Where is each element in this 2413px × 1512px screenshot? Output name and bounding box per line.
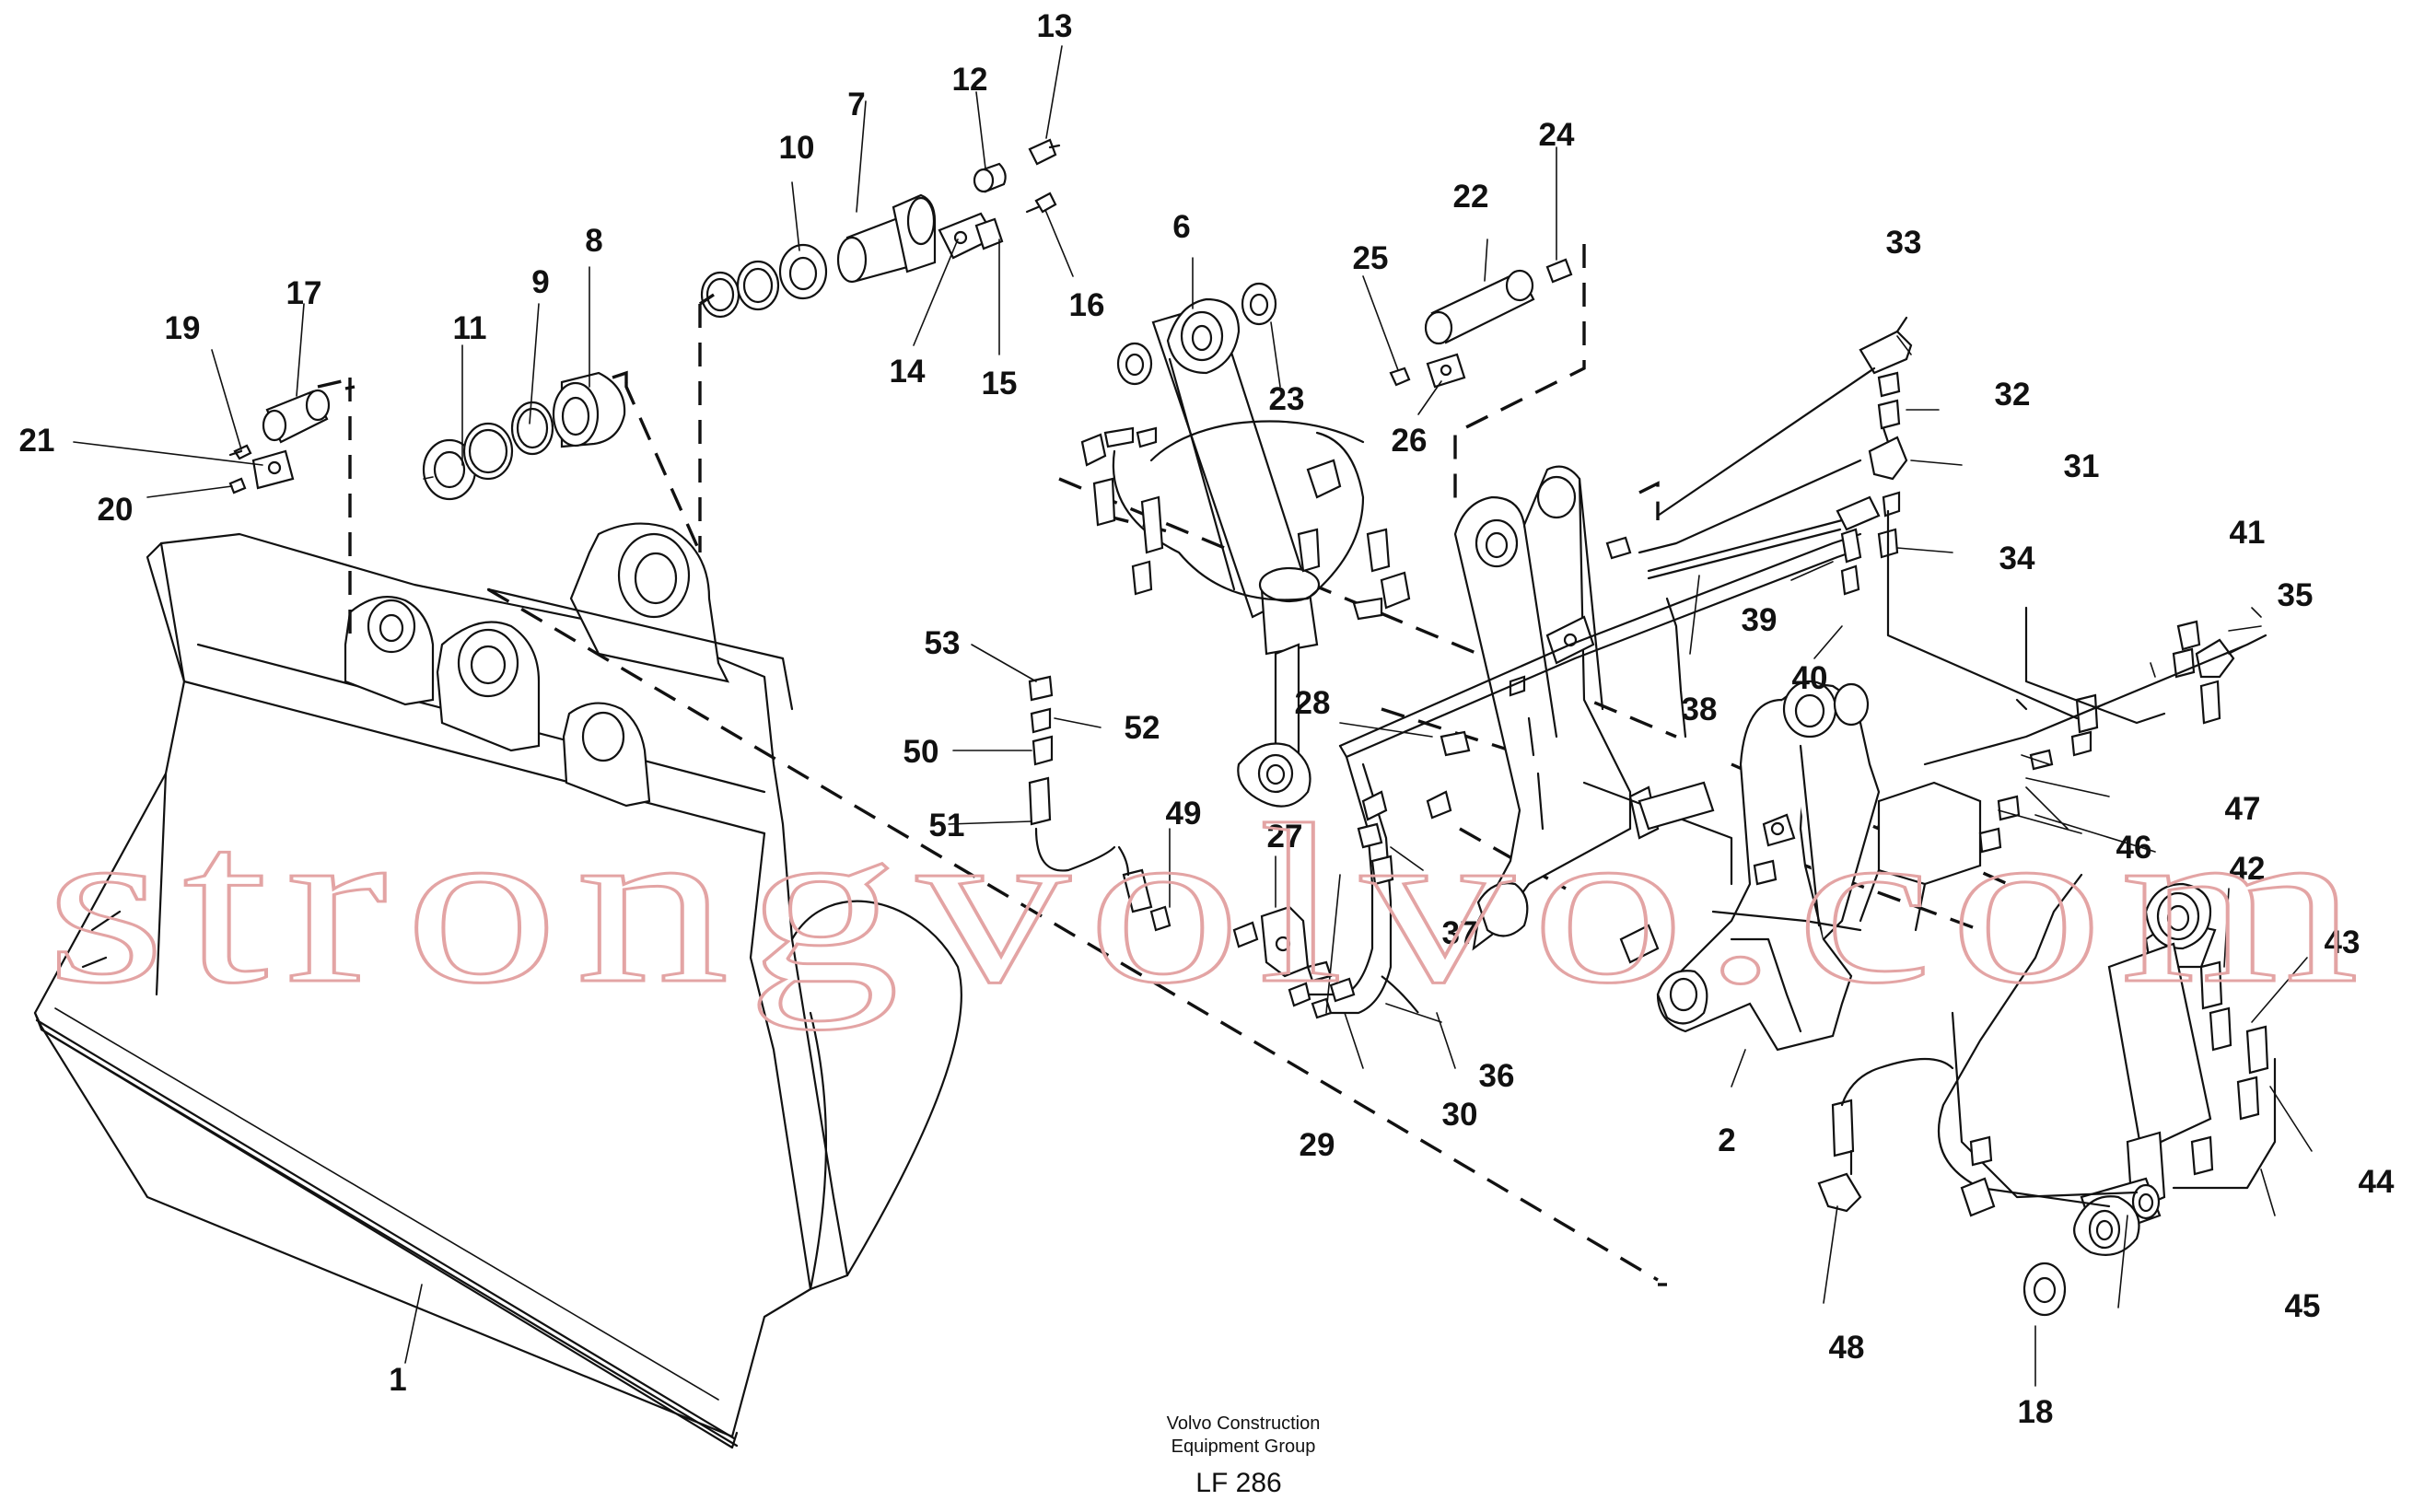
callout-52: 52 xyxy=(1125,710,1160,746)
callout-7: 7 xyxy=(847,87,865,122)
callout-2: 2 xyxy=(1718,1122,1735,1158)
watermark: strongvolvo.com xyxy=(46,777,2376,1030)
hose-48 xyxy=(1817,1057,1954,1304)
callout-42: 42 xyxy=(2230,851,2266,887)
fitting-group-right xyxy=(1923,606,2267,854)
callout-21: 21 xyxy=(19,423,55,459)
drawing-code: LF 286 xyxy=(1195,1468,1281,1498)
callout-17: 17 xyxy=(286,275,322,311)
lift-arm-left xyxy=(1453,465,1733,951)
callout-11: 11 xyxy=(453,310,487,346)
hose-group-left xyxy=(948,644,1172,932)
bucket xyxy=(33,522,962,1449)
hydraulic-cylinder xyxy=(1080,257,1411,808)
callout-51: 51 xyxy=(929,808,965,843)
callout-44: 44 xyxy=(2359,1164,2395,1200)
callout-40: 40 xyxy=(1792,660,1828,696)
callout-15: 15 xyxy=(982,366,1018,401)
callout-25: 25 xyxy=(1353,240,1389,276)
callout-9: 9 xyxy=(531,264,549,300)
callout-6: 6 xyxy=(1172,209,1190,245)
callout-45: 45 xyxy=(2285,1288,2321,1324)
bushing-group xyxy=(422,266,628,501)
pin-group-left xyxy=(73,303,351,498)
callout-20: 20 xyxy=(98,492,134,528)
callout-12: 12 xyxy=(952,62,988,98)
caption: Volvo Construction Equipment Group LF 28… xyxy=(1167,1413,1321,1498)
caption-line-1: Volvo Construction xyxy=(1167,1413,1321,1434)
callout-8: 8 xyxy=(585,223,602,259)
callout-33: 33 xyxy=(1886,225,1922,261)
callout-16: 16 xyxy=(1069,287,1105,323)
callout-37: 37 xyxy=(1442,915,1478,951)
callout-27: 27 xyxy=(1267,819,1303,855)
callout-53: 53 xyxy=(925,625,961,661)
callout-34: 34 xyxy=(1999,541,2035,576)
tilt-cylinder xyxy=(1937,873,2313,1387)
callout-47: 47 xyxy=(2225,791,2261,827)
callout-labels: 1 2 6 7 8 9 10 11 12 13 14 15 16 17 18 1… xyxy=(19,8,2395,1430)
callout-38: 38 xyxy=(1682,692,1718,727)
callout-22: 22 xyxy=(1453,179,1489,215)
callout-46: 46 xyxy=(2116,830,2152,866)
callout-10: 10 xyxy=(779,130,815,166)
callout-24: 24 xyxy=(1539,117,1575,153)
caption-line-2: Equipment Group xyxy=(1172,1436,1316,1457)
callout-35: 35 xyxy=(2278,577,2314,613)
callout-36: 36 xyxy=(1479,1058,1515,1094)
hydraulic-lines xyxy=(1232,495,1881,1069)
pin-group-upper xyxy=(699,45,1074,355)
callout-49: 49 xyxy=(1166,796,1202,832)
callout-30: 30 xyxy=(1442,1097,1478,1133)
callout-48: 48 xyxy=(1829,1330,1865,1366)
callout-41: 41 xyxy=(2230,515,2266,551)
pin-group-right xyxy=(1362,146,1573,415)
callout-43: 43 xyxy=(2325,925,2361,960)
callout-14: 14 xyxy=(890,354,926,390)
callout-28: 28 xyxy=(1295,685,1331,721)
callout-1: 1 xyxy=(389,1362,406,1398)
callout-50: 50 xyxy=(903,734,939,770)
callout-32: 32 xyxy=(1995,377,2031,413)
callout-23: 23 xyxy=(1269,381,1305,417)
callout-13: 13 xyxy=(1037,8,1073,44)
lift-arm-right xyxy=(1619,680,1982,1087)
fitting-group-upper-right xyxy=(1638,316,2079,720)
callout-39: 39 xyxy=(1742,602,1778,638)
callout-29: 29 xyxy=(1300,1127,1335,1163)
callout-31: 31 xyxy=(2064,448,2100,484)
callout-18: 18 xyxy=(2018,1394,2054,1430)
callout-26: 26 xyxy=(1392,423,1428,459)
callout-19: 19 xyxy=(165,310,201,346)
